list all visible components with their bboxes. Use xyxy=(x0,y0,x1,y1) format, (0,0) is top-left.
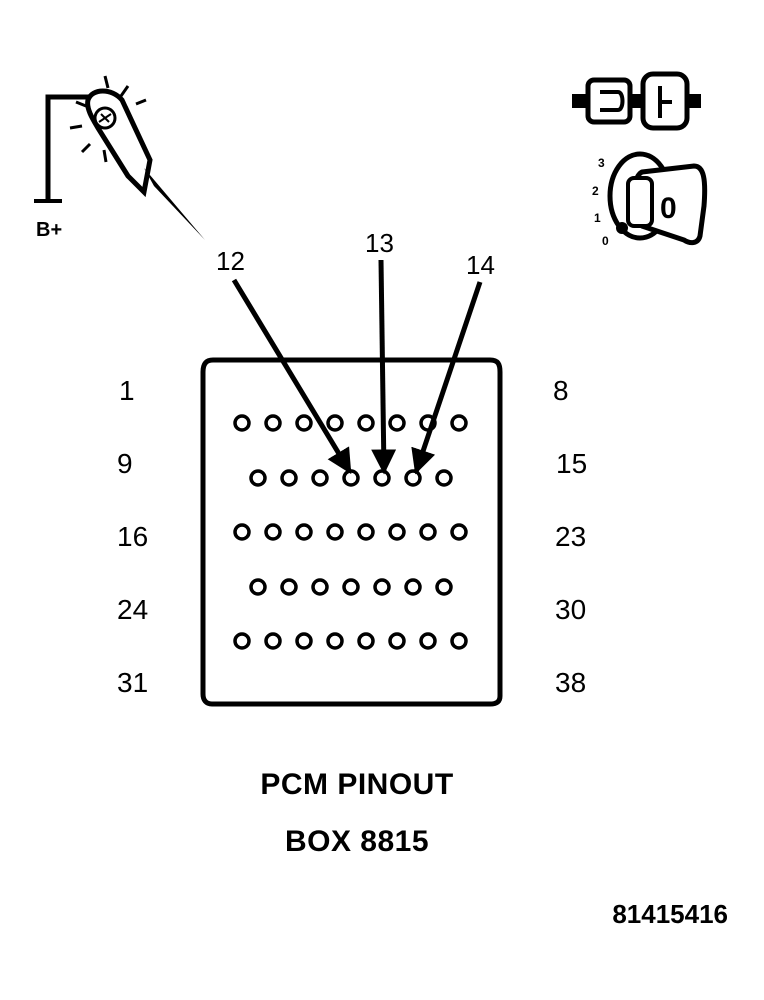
connector-disconnected-icon xyxy=(572,71,701,131)
pin-hole-2 xyxy=(264,414,282,432)
pin-hole-19 xyxy=(326,523,344,541)
arrow-pin-13 xyxy=(371,259,397,475)
ignition-position-0: 0 xyxy=(602,234,609,248)
pin-hole-8 xyxy=(450,414,468,432)
row-3-end-label: 23 xyxy=(555,521,587,552)
pin-hole-16 xyxy=(233,523,251,541)
pin-hole-18 xyxy=(295,523,313,541)
ignition-key-icon xyxy=(607,151,708,246)
pin-hole-17 xyxy=(264,523,282,541)
row-5-start-label: 31 xyxy=(117,667,149,698)
row-2-end-label: 15 xyxy=(556,448,588,479)
figure-title: PCM PINOUT xyxy=(260,768,454,801)
pin-hole-24 xyxy=(249,578,267,596)
callout-pin-12: 12 xyxy=(216,246,245,276)
row-5-end-label: 38 xyxy=(555,667,587,698)
ignition-key-face-label: 0 xyxy=(660,192,677,225)
arrow-pin-14 xyxy=(411,281,483,475)
pin-hole-14 xyxy=(404,469,422,487)
pin-holes xyxy=(233,414,468,650)
figure-number: 81415416 xyxy=(612,899,728,929)
pin-hole-27 xyxy=(342,578,360,596)
pin-hole-21 xyxy=(388,523,406,541)
row-3-start-label: 16 xyxy=(117,521,149,552)
probe-arrows xyxy=(231,259,483,475)
pin-hole-12 xyxy=(342,469,360,487)
row-4-start-label: 24 xyxy=(117,594,149,625)
pin-hole-15 xyxy=(435,469,453,487)
pin-hole-4 xyxy=(326,414,344,432)
callout-pin-13: 13 xyxy=(365,228,394,258)
row-4-end-label: 30 xyxy=(555,594,587,625)
pin-hole-20 xyxy=(357,523,375,541)
row-1-end-label: 8 xyxy=(553,375,569,406)
pin-hole-33 xyxy=(295,632,313,650)
row-2-start-label: 9 xyxy=(117,448,133,479)
test-light-probe-icon xyxy=(34,75,205,240)
ignition-position-1: 1 xyxy=(594,211,601,225)
pin-hole-32 xyxy=(264,632,282,650)
pin-hole-25 xyxy=(280,578,298,596)
pin-hole-29 xyxy=(404,578,422,596)
pin-hole-9 xyxy=(249,469,267,487)
pin-hole-22 xyxy=(419,523,437,541)
pin-hole-31 xyxy=(233,632,251,650)
pin-hole-38 xyxy=(450,632,468,650)
pin-hole-35 xyxy=(357,632,375,650)
arrow-pin-12 xyxy=(231,278,353,475)
pin-hole-36 xyxy=(388,632,406,650)
figure-subtitle: BOX 8815 xyxy=(284,825,430,858)
ignition-position-2: 2 xyxy=(592,184,599,198)
pin-hole-23 xyxy=(450,523,468,541)
b-plus-label: B+ xyxy=(36,219,63,241)
pin-hole-10 xyxy=(280,469,298,487)
pin-hole-6 xyxy=(388,414,406,432)
pin-hole-5 xyxy=(357,414,375,432)
pin-hole-37 xyxy=(419,632,437,650)
callout-pin-14: 14 xyxy=(466,250,495,280)
pin-hole-1 xyxy=(233,414,251,432)
pin-hole-30 xyxy=(435,578,453,596)
pin-hole-34 xyxy=(326,632,344,650)
pin-hole-11 xyxy=(311,469,329,487)
pin-hole-13 xyxy=(373,469,391,487)
pin-hole-3 xyxy=(295,414,313,432)
row-1-start-label: 1 xyxy=(119,375,135,406)
pin-hole-26 xyxy=(311,578,329,596)
ignition-position-3: 3 xyxy=(598,156,605,170)
pin-hole-28 xyxy=(373,578,391,596)
